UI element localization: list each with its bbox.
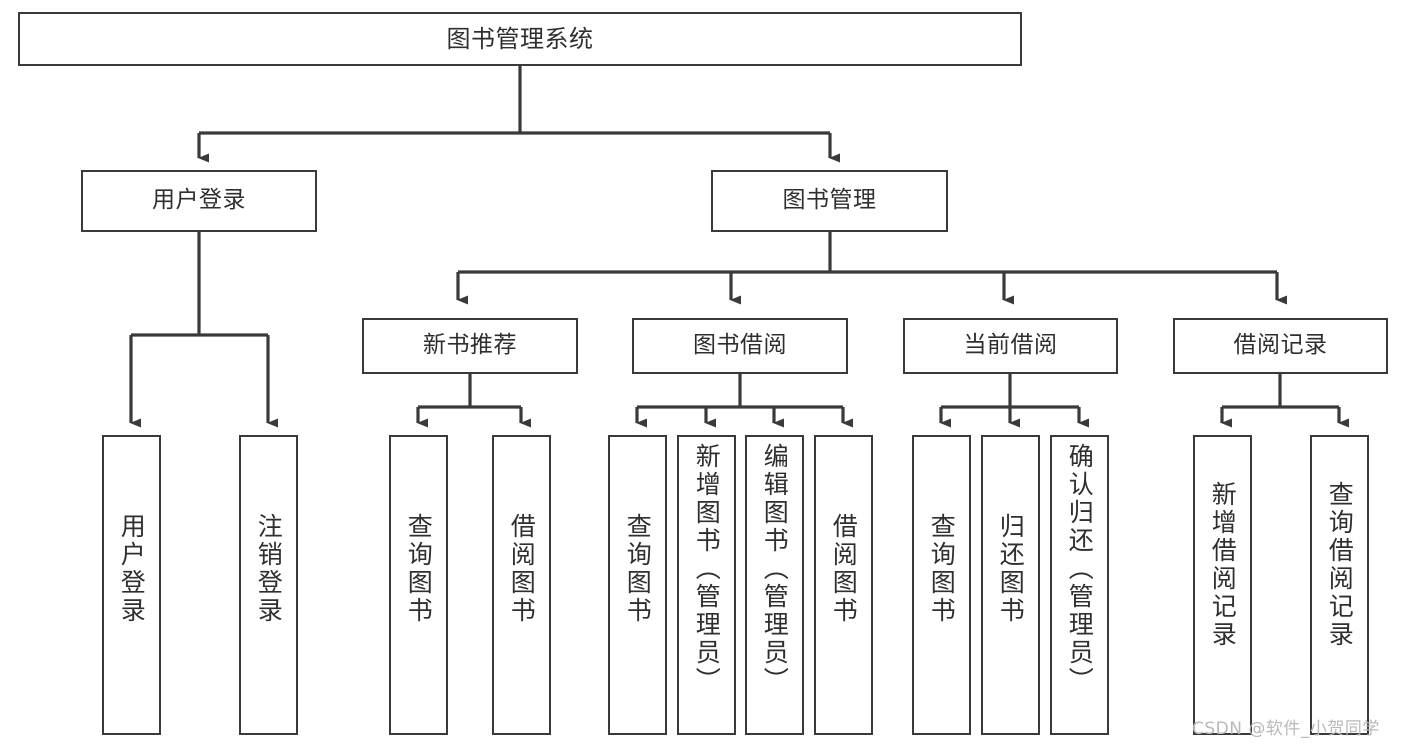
leaf-query-book-3[interactable]: 查询图书 bbox=[912, 435, 971, 735]
node-current-borrow-label: 当前借阅 bbox=[963, 332, 1058, 359]
leaf-query-book-1[interactable]: 查询图书 bbox=[389, 435, 448, 735]
leaf-edit-book-admin-label: 编辑图书（管理员） bbox=[760, 443, 790, 695]
leaf-user-login[interactable]: 用户登录 bbox=[102, 435, 161, 735]
node-book-manage[interactable]: 图书管理 bbox=[711, 170, 948, 232]
leaf-borrow-book-1[interactable]: 借阅图书 bbox=[492, 435, 551, 735]
node-new-book-rec[interactable]: 新书推荐 bbox=[362, 318, 578, 374]
leaf-confirm-return-admin[interactable]: 确认归还（管理员） bbox=[1050, 435, 1109, 735]
node-book-borrow[interactable]: 图书借阅 bbox=[632, 318, 848, 374]
node-borrow-record[interactable]: 借阅记录 bbox=[1173, 318, 1388, 374]
leaf-return-book-label: 归还图书 bbox=[996, 513, 1026, 625]
leaf-user-login-label: 用户登录 bbox=[117, 513, 147, 625]
node-current-borrow[interactable]: 当前借阅 bbox=[903, 318, 1118, 374]
leaf-query-book-2[interactable]: 查询图书 bbox=[608, 435, 667, 735]
leaf-borrow-book-2-label: 借阅图书 bbox=[829, 513, 859, 625]
leaf-add-book-admin-label: 新增图书（管理员） bbox=[692, 443, 722, 695]
csdn-watermark: CSDN @软件_小贺同学 bbox=[1192, 719, 1380, 739]
leaf-borrow-book-2[interactable]: 借阅图书 bbox=[814, 435, 873, 735]
node-user-login-label: 用户登录 bbox=[152, 187, 246, 214]
leaf-logout-login-label: 注销登录 bbox=[254, 513, 284, 625]
leaf-query-borrow-record-label: 查询借阅记录 bbox=[1325, 481, 1355, 649]
leaf-query-borrow-record[interactable]: 查询借阅记录 bbox=[1310, 435, 1369, 735]
leaf-query-book-2-label: 查询图书 bbox=[623, 513, 653, 625]
leaf-borrow-book-1-label: 借阅图书 bbox=[507, 513, 537, 625]
leaf-add-borrow-record[interactable]: 新增借阅记录 bbox=[1193, 435, 1252, 735]
node-root-system[interactable]: 图书管理系统 bbox=[18, 12, 1022, 66]
leaf-confirm-return-admin-label: 确认归还（管理员） bbox=[1065, 443, 1095, 695]
node-root-system-label: 图书管理系统 bbox=[446, 24, 594, 53]
node-book-borrow-label: 图书借阅 bbox=[693, 332, 787, 359]
leaf-query-book-1-label: 查询图书 bbox=[404, 513, 434, 625]
leaf-logout-login[interactable]: 注销登录 bbox=[239, 435, 298, 735]
leaf-return-book[interactable]: 归还图书 bbox=[981, 435, 1040, 735]
leaf-add-book-admin[interactable]: 新增图书（管理员） bbox=[677, 435, 736, 735]
leaf-add-borrow-record-label: 新增借阅记录 bbox=[1208, 481, 1238, 649]
leaf-edit-book-admin[interactable]: 编辑图书（管理员） bbox=[745, 435, 804, 735]
node-book-manage-label: 图书管理 bbox=[782, 187, 877, 214]
node-borrow-record-label: 借阅记录 bbox=[1233, 332, 1328, 359]
node-new-book-rec-label: 新书推荐 bbox=[423, 332, 517, 359]
leaf-query-book-3-label: 查询图书 bbox=[927, 513, 957, 625]
node-user-login[interactable]: 用户登录 bbox=[81, 170, 317, 232]
